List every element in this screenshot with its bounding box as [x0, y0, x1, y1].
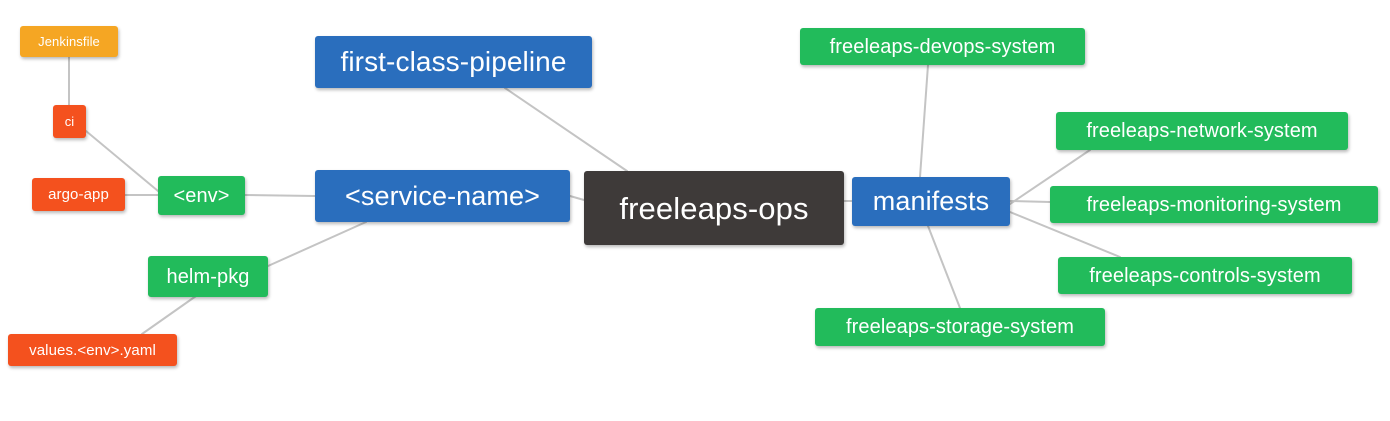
node-first-class-pipeline[interactable]: first-class-pipeline — [315, 36, 592, 88]
node-freeleaps-ops[interactable]: freeleaps-ops — [584, 171, 844, 245]
edge-manifests-to-freeleaps-controls-system — [1009, 211, 1121, 258]
node-label: freeleaps-devops-system — [829, 35, 1056, 58]
node-manifests[interactable]: manifests — [852, 177, 1010, 226]
node-values-yaml[interactable]: values.<env>.yaml — [8, 334, 177, 366]
node-label: freeleaps-monitoring-system — [1086, 193, 1342, 216]
node-ci[interactable]: ci — [53, 105, 86, 138]
edge-env-to-service-name — [244, 194, 316, 197]
node-label: freeleaps-controls-system — [1089, 264, 1321, 287]
node-label: argo-app — [48, 186, 109, 203]
node-helm-pkg[interactable]: helm-pkg — [148, 256, 268, 297]
node-freeleaps-devops-system[interactable]: freeleaps-devops-system — [800, 28, 1085, 65]
edge-manifests-to-freeleaps-storage-system — [927, 225, 961, 309]
node-service-name[interactable]: <service-name> — [315, 170, 570, 222]
node-label: freeleaps-ops — [619, 190, 809, 226]
edge-manifests-to-freeleaps-network-system — [1009, 149, 1091, 205]
node-jenkinsfile[interactable]: Jenkinsfile — [20, 26, 118, 57]
node-label: first-class-pipeline — [340, 46, 567, 77]
node-label: <service-name> — [345, 180, 540, 211]
edge-service-name-to-freeleaps-ops — [569, 195, 585, 201]
edge-ci-to-env — [85, 130, 159, 192]
edge-manifests-to-freeleaps-devops-system — [919, 64, 929, 178]
node-label: values.<env>.yaml — [29, 341, 156, 359]
edge-service-name-to-helm-pkg — [267, 221, 367, 267]
node-argo-app[interactable]: argo-app — [32, 178, 125, 211]
node-label: manifests — [872, 186, 990, 216]
node-label: ci — [64, 114, 75, 129]
node-freeleaps-controls-system[interactable]: freeleaps-controls-system — [1058, 257, 1352, 294]
node-label: freeleaps-network-system — [1086, 120, 1318, 142]
edge-manifests-to-freeleaps-monitoring-system — [1009, 200, 1051, 203]
node-label: Jenkinsfile — [38, 34, 100, 49]
node-label: freeleaps-storage-system — [845, 316, 1075, 338]
node-env[interactable]: <env> — [158, 176, 245, 215]
node-freeleaps-storage-system[interactable]: freeleaps-storage-system — [815, 308, 1105, 346]
node-label: <env> — [173, 184, 230, 207]
node-label: helm-pkg — [166, 265, 250, 288]
node-freeleaps-network-system[interactable]: freeleaps-network-system — [1056, 112, 1348, 150]
edge-first-class-pipeline-to-freeleaps-ops — [504, 87, 628, 172]
node-freeleaps-monitoring-system[interactable]: freeleaps-monitoring-system — [1050, 186, 1378, 223]
